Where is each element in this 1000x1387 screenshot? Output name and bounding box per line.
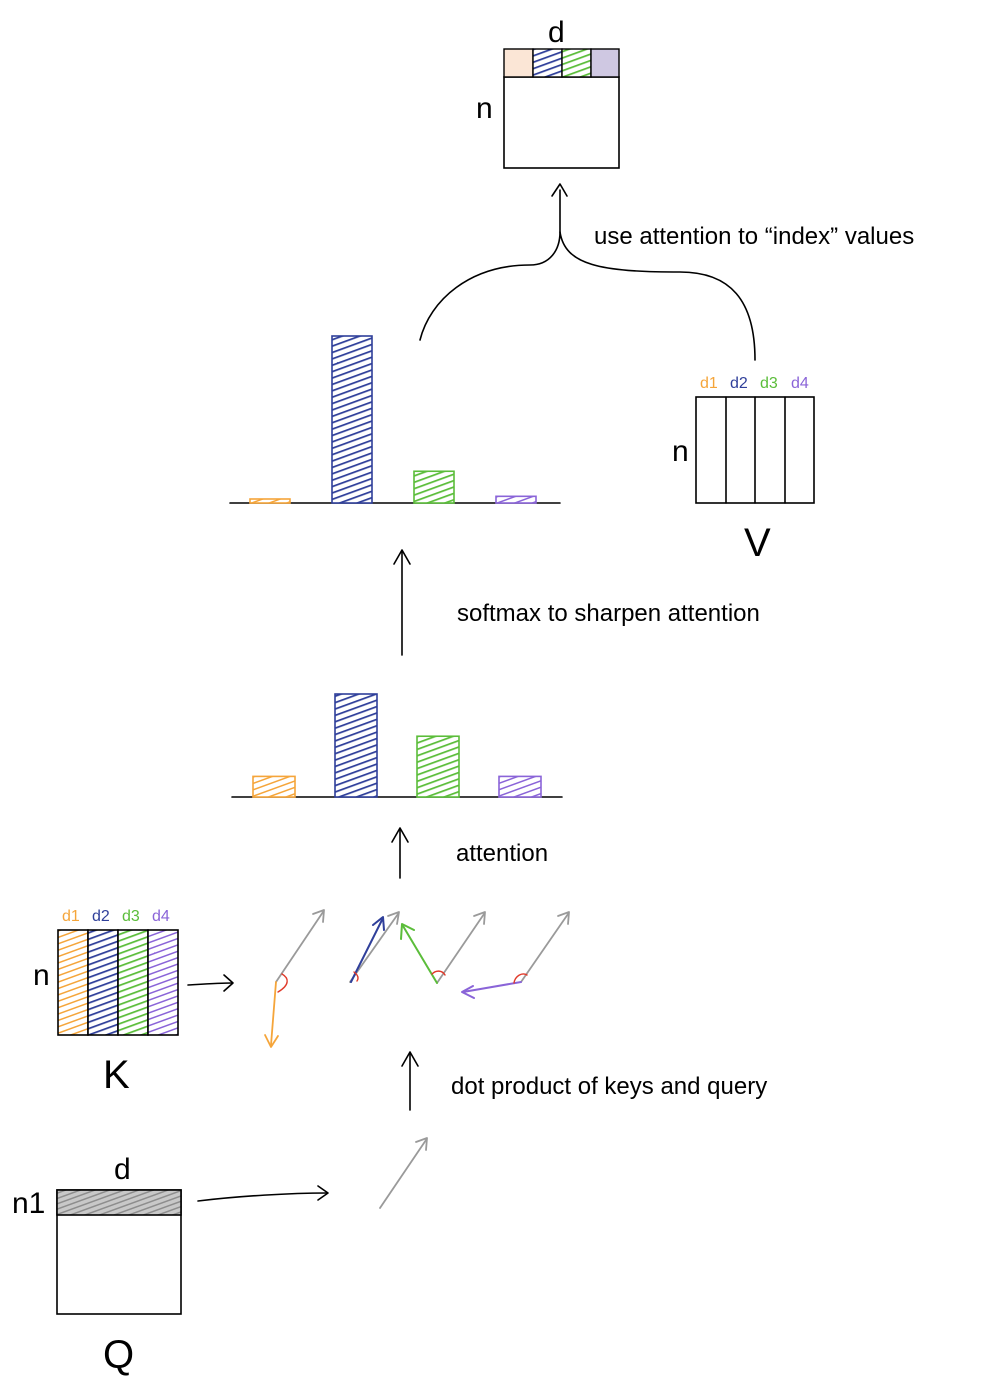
q-matrix: d n1 Q [12,1153,182,1377]
output-matrix: d n [476,16,620,169]
k-n-label: n [33,959,50,992]
output-matrix-body [503,76,620,169]
q-label: Q [103,1333,134,1377]
q-d-label: d [114,1153,131,1186]
q-n1-label: n1 [12,1187,45,1220]
attention-bar-d2 [334,693,378,798]
output-cell-d4 [590,48,620,78]
k-column-d4 [147,929,179,1036]
output-d-label: d [548,16,565,49]
dot-product-arrow [401,1051,419,1111]
softmax-caption: softmax to sharpen attention [457,600,760,627]
k-label: K [103,1053,130,1097]
v-n-label: n [672,435,689,468]
k-col-label-d3: d3 [122,908,140,925]
dot-product-caption: dot product of keys and query [451,1073,767,1100]
v-col-label-d4: d4 [791,375,809,392]
vector-pair-d4 [461,911,570,999]
vector-pair-d2 [349,911,400,983]
attention-bar-chart [231,693,563,798]
softmax-arrow [393,549,411,656]
softmax-bar-d4 [495,495,537,504]
attention-bar-d1 [252,775,296,798]
v-col-label-d2: d2 [730,375,748,392]
v-label: V [744,521,771,565]
k-matrix: d1 d2 d3 d4 n K [33,908,179,1097]
attention-arrow [391,827,409,879]
attention-bar-d4 [498,775,542,798]
softmax-bar-chart [229,335,561,504]
softmax-bar-d3 [413,470,455,504]
output-cell-d3 [561,48,592,78]
use-attention-caption: use attention to “index” values [594,223,914,250]
softmax-bar-d1 [249,498,291,504]
k-column-d2 [87,929,119,1036]
output-cell-d2 [532,48,563,78]
attention-bar-d3 [416,735,460,798]
output-cell-d1 [503,48,534,78]
query-vector [379,1137,428,1209]
vector-pair-d3 [400,911,486,984]
v-matrix: d1 d2 d3 d4 n V [672,375,815,565]
v-col-label-d1: d1 [700,375,718,392]
k-column-d1 [57,929,89,1036]
v-col-label-d3: d3 [760,375,778,392]
vector-pair-d1 [264,909,325,1048]
attention-caption: attention [456,840,548,867]
q-row-n1 [56,1189,182,1216]
output-n-label: n [476,92,493,125]
k-col-label-d4: d4 [152,908,170,925]
softmax-bar-d2 [331,335,373,504]
k-col-label-d1: d1 [62,908,80,925]
k-column-d3 [117,929,149,1036]
k-col-label-d2: d2 [92,908,110,925]
index-arrow [419,183,756,361]
k-to-vectors-arrow [187,974,234,992]
key-query-vectors [264,909,570,1048]
q-to-query-arrow [197,1185,329,1202]
